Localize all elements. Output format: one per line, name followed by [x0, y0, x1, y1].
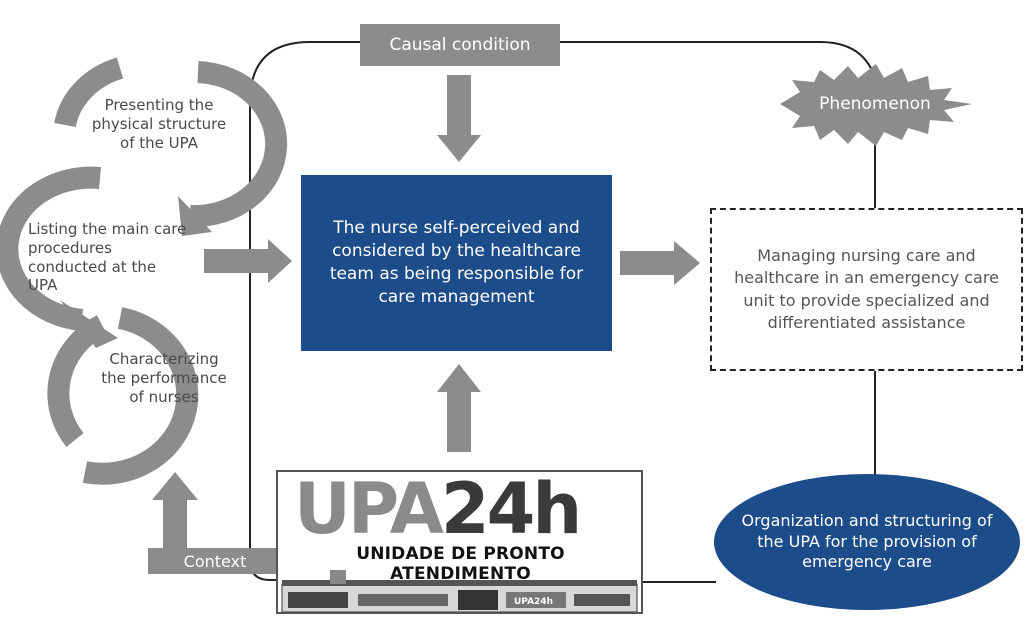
upa24h-logo: UPA24h UNIDADE DE PRONTO ATENDIMENTO UPA…: [276, 470, 643, 614]
circle-text-care-procedures: Listing the main care procedures conduct…: [28, 220, 187, 295]
causal-condition-label: Causal condition: [360, 24, 560, 66]
causal-condition-text: Causal condition: [389, 35, 531, 55]
core-category-box: The nurse self-perceived and considered …: [301, 175, 612, 351]
cycle-ring-bottom: [47, 307, 199, 485]
phenomenon-text: Phenomenon: [819, 94, 931, 114]
outcome-text: Managing nursing care and healthcare in …: [734, 246, 999, 332]
building-illustration: UPA24h: [281, 570, 638, 612]
organization-oval: Organization and structuring of the UPA …: [714, 474, 1020, 610]
organization-text: Organization and structuring of the UPA …: [741, 510, 993, 572]
building-sign-text: UPA24h: [514, 597, 553, 607]
arrow-logo-up: [437, 364, 481, 452]
logo-24h-text: 24h: [440, 470, 582, 550]
core-category-text: The nurse self-perceived and considered …: [329, 218, 584, 307]
circle-text-physical-structure: Presenting the physical structure of the…: [91, 96, 227, 152]
cycle-ring-top: [54, 57, 288, 236]
circle-text-nurse-performance: Characterizing the performance of nurses: [101, 350, 227, 406]
arrow-center-to-outcome: [620, 241, 700, 285]
outcome-box: Managing nursing care and healthcare in …: [710, 208, 1023, 371]
context-label: Context: [160, 552, 270, 572]
context-text: Context: [183, 552, 247, 571]
logo-wordmark: UPA24h: [294, 474, 582, 544]
arrow-causal-down: [437, 75, 481, 162]
phenomenon-label: Phenomenon: [800, 94, 950, 115]
logo-upa-text: UPA: [294, 470, 444, 550]
arrow-context-up: [148, 472, 278, 574]
arrow-circles-to-center: [204, 239, 292, 283]
phenomenon-burst: [780, 64, 972, 146]
logo-subtitle: UNIDADE DE PRONTO ATENDIMENTO: [356, 544, 565, 584]
